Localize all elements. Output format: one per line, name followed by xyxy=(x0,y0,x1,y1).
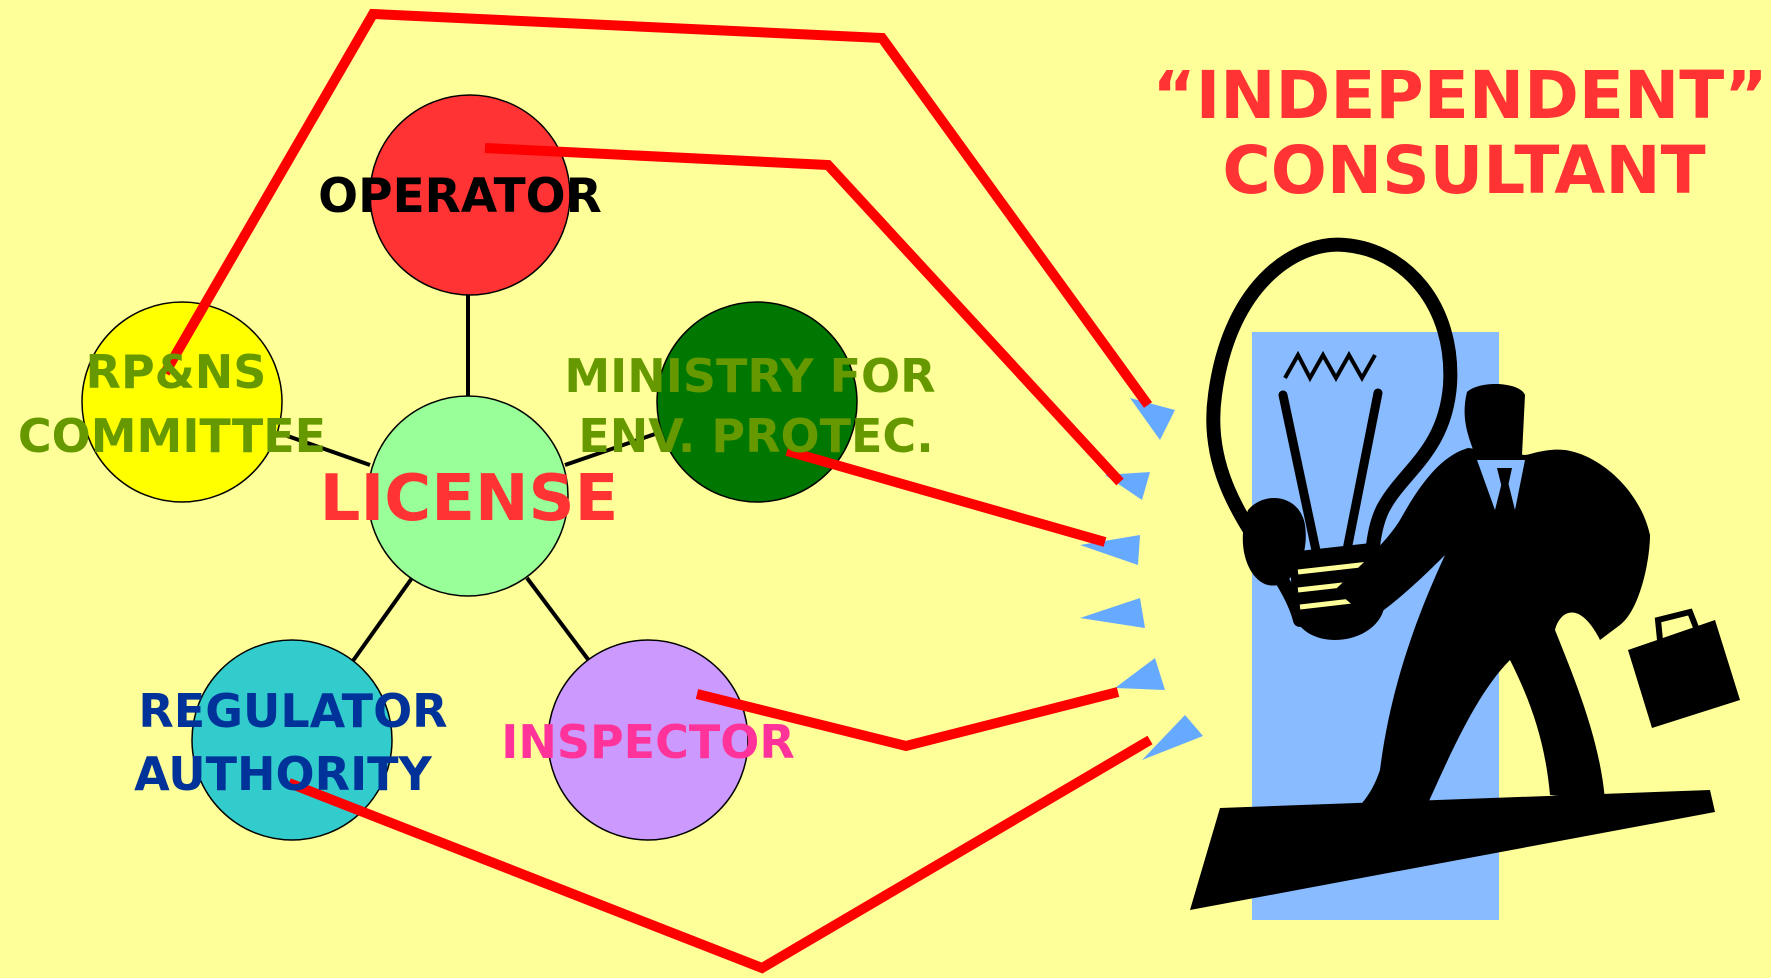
inspector-label: INSPECTOR xyxy=(501,715,795,769)
title-line1: “INDEPENDENT” xyxy=(1152,57,1767,134)
regulator-label-line1: REGULATOR xyxy=(138,684,447,738)
labels: OPERATOR RP&NS COMMITTEE MINISTRY FOR EN… xyxy=(18,57,1768,801)
ministry-label-line2: ENV. PROTEC. xyxy=(578,409,933,463)
connector-ministry xyxy=(785,446,1107,547)
spoke-ministry xyxy=(564,431,659,467)
license-node xyxy=(367,395,569,597)
connector-rpns xyxy=(160,8,1153,408)
ministry-label-line1: MINISTRY FOR xyxy=(564,349,935,403)
lightbulb-icon xyxy=(1206,237,1458,627)
spoke-regulator xyxy=(348,576,414,667)
rpns-label-line2: COMMITTEE xyxy=(18,409,326,463)
regulator-label-line2: AUTHORITY xyxy=(134,747,432,801)
connector-regulator xyxy=(287,735,1153,974)
license-label: LICENSE xyxy=(320,462,619,536)
operator-label: OPERATOR xyxy=(318,169,602,224)
connector-inspector xyxy=(695,687,1120,752)
rpns-node xyxy=(81,301,283,503)
arrow-wedge-icon xyxy=(1142,715,1203,760)
spoke-rpns xyxy=(278,431,371,467)
title-line2: CONSULTANT xyxy=(1222,132,1705,209)
spokes xyxy=(278,295,659,667)
arrow-wedges xyxy=(1080,398,1203,760)
arrow-wedge-icon xyxy=(1080,598,1145,628)
arrow-wedge-icon xyxy=(1115,658,1165,690)
regulator-node xyxy=(191,639,393,841)
businessman-holding-lightbulb-icon xyxy=(1190,237,1740,920)
connectors xyxy=(160,8,1153,974)
spoke-inspector xyxy=(525,576,592,664)
arrow-wedge-icon xyxy=(1130,398,1175,440)
connector-operator xyxy=(484,143,1124,486)
rpns-label-line1: RP&NS xyxy=(86,345,267,399)
